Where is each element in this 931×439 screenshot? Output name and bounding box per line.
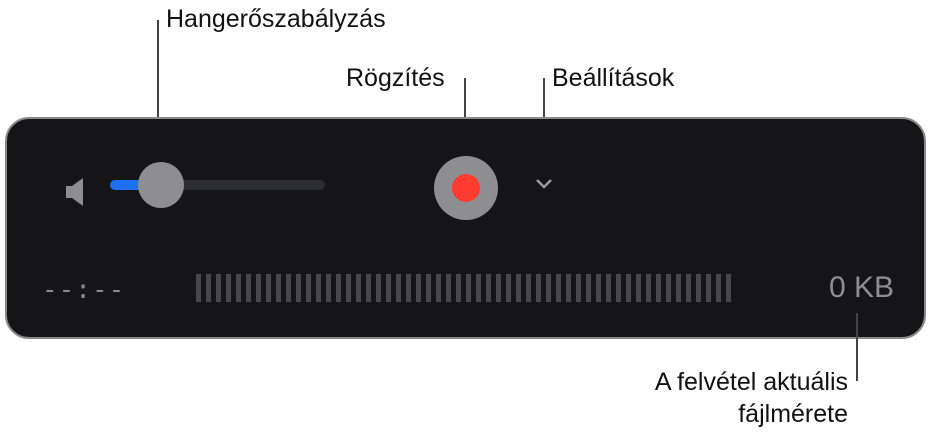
level-meter-bar	[696, 274, 701, 302]
volume-slider[interactable]	[110, 180, 325, 190]
level-meter-bar	[626, 274, 631, 302]
level-meter-bar	[496, 274, 501, 302]
record-icon	[452, 174, 480, 202]
level-meter-bar	[486, 274, 491, 302]
level-meter-bar	[246, 274, 251, 302]
level-meter-bar	[526, 274, 531, 302]
level-meter-bar	[656, 274, 661, 302]
level-meter-bar	[476, 274, 481, 302]
level-meter-bar	[646, 274, 651, 302]
level-meter-bar	[426, 274, 431, 302]
level-meter-bar	[516, 274, 521, 302]
level-meter-bar	[606, 274, 611, 302]
level-meter-bar	[306, 274, 311, 302]
level-meter-bar	[576, 274, 581, 302]
callout-filesize-line1: A felvétel aktuális	[654, 368, 848, 396]
level-meter-bar	[226, 274, 231, 302]
callout-filesize-line2: fájlmérete	[738, 400, 848, 428]
record-button[interactable]	[434, 156, 498, 220]
level-meter-bar	[236, 274, 241, 302]
level-meter-bar	[346, 274, 351, 302]
level-meter-bar	[466, 274, 471, 302]
speaker-icon	[66, 178, 83, 206]
level-meter-bar	[506, 274, 511, 302]
level-meter-bar	[446, 274, 451, 302]
level-meter-bar	[676, 274, 681, 302]
level-meter-bar	[616, 274, 621, 302]
file-size: 0 KB	[828, 271, 894, 304]
callout-record: Rögzítés	[346, 64, 445, 92]
level-meter-bar	[216, 274, 221, 302]
level-meter-bar	[316, 274, 321, 302]
level-meter-bar	[356, 274, 361, 302]
level-meter-bar	[276, 274, 281, 302]
level-meter-bar	[416, 274, 421, 302]
level-meter-bar	[716, 274, 721, 302]
level-meter-bar	[206, 274, 211, 302]
callout-options: Beállítások	[552, 64, 675, 92]
level-meter-bar	[636, 274, 641, 302]
level-meter-bar	[336, 274, 341, 302]
level-meter-bar	[596, 274, 601, 302]
level-meter-bar	[286, 274, 291, 302]
level-meter-bar	[296, 274, 301, 302]
level-meter-bar	[556, 274, 561, 302]
level-meter-bar	[456, 274, 461, 302]
chevron-down-icon[interactable]	[534, 177, 554, 191]
volume-slider-fill	[110, 180, 163, 190]
level-meter-bar	[436, 274, 441, 302]
level-meter-bar	[686, 274, 691, 302]
level-meter-bar	[666, 274, 671, 302]
callout-volume: Hangerőszabályzás	[166, 5, 386, 33]
level-meter-bar	[726, 274, 731, 302]
level-meter-bar	[406, 274, 411, 302]
level-meter-bar	[376, 274, 381, 302]
level-meter-bar	[366, 274, 371, 302]
volume-slider-knob[interactable]	[138, 162, 184, 208]
level-meter-bar	[546, 274, 551, 302]
level-meter-bar	[386, 274, 391, 302]
callout-line-volume	[157, 20, 159, 168]
level-meter	[196, 274, 741, 302]
elapsed-time: --:--	[42, 275, 126, 305]
level-meter-bar	[196, 274, 201, 302]
level-meter-bar	[536, 274, 541, 302]
level-meter-bar	[586, 274, 591, 302]
level-meter-bar	[256, 274, 261, 302]
level-meter-bar	[326, 274, 331, 302]
callout-line-filesize	[856, 313, 858, 381]
level-meter-bar	[706, 274, 711, 302]
level-meter-bar	[266, 274, 271, 302]
level-meter-bar	[396, 274, 401, 302]
recording-control-panel: --:-- 0 KB	[5, 117, 926, 339]
level-meter-bar	[566, 274, 571, 302]
